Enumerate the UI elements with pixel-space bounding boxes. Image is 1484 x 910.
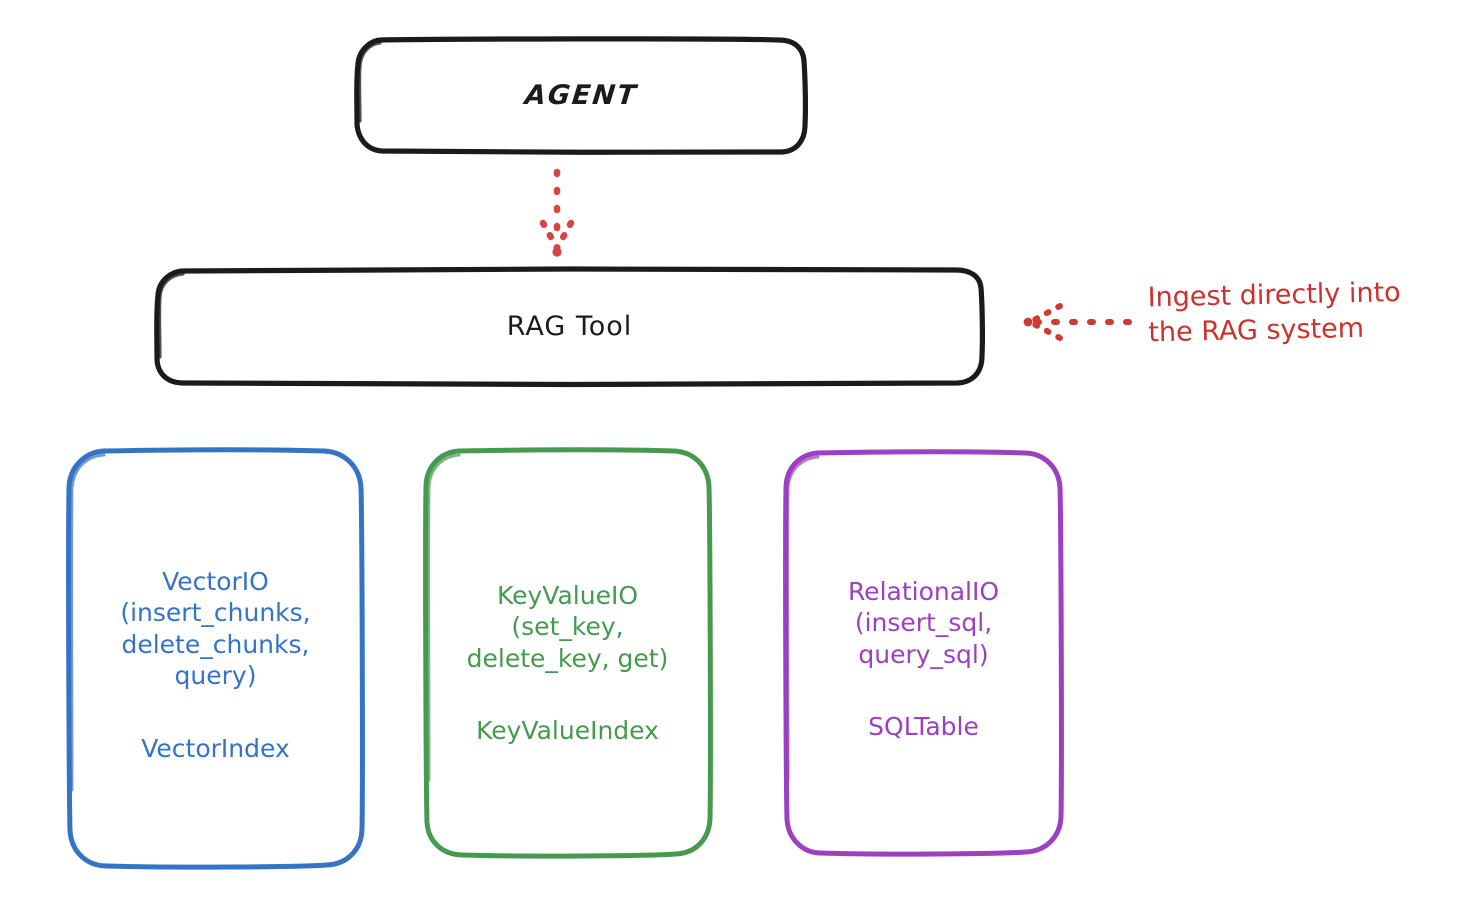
agent-box-outline [354,36,809,156]
keyvalueio-node[interactable]: KeyValueIO (set_key, delete_key, get) Ke… [425,450,710,855]
keyvalueio-node-body: KeyValueIO (set_key, delete_key, get) Ke… [425,580,710,746]
ingest-annotation-label: Ingest directly into the RAG system [1147,277,1401,348]
rag-tool-node[interactable]: RAG Tool [157,270,982,383]
relationalio-box-outline [783,449,1064,857]
agent-label: AGENT [523,80,639,111]
rag-tool-label: RAG Tool [506,311,633,342]
keyvalueio-box-outline [423,447,713,859]
vectorio-interface-label: VectorIO (insert_chunks, delete_chunks, … [120,566,311,691]
relationalio-interface-label: RelationalIO (insert_sql, query_sql) [847,576,1000,669]
ingest-arrow [1023,303,1139,341]
keyvalueio-interface-label: KeyValueIO (set_key, delete_key, get) [466,580,669,673]
vectorio-box-outline [66,447,365,870]
keyvalueio-index-label: KeyValueIndex [476,716,659,746]
rag-tool-box-outline [154,266,986,388]
vectorio-index-label: VectorIndex [141,733,290,763]
agent-to-rag-tool-arrow [539,168,575,257]
relationalio-index-label: SQLTable [868,712,979,742]
vectorio-node[interactable]: VectorIO (insert_chunks, delete_chunks, … [68,450,363,866]
agent-node[interactable]: AGENT [357,39,805,152]
vectorio-node-body: VectorIO (insert_chunks, delete_chunks, … [68,566,363,763]
relationalio-node[interactable]: RelationalIO (insert_sql, query_sql) SQL… [785,452,1062,853]
relationalio-node-body: RelationalIO (insert_sql, query_sql) SQL… [785,576,1062,742]
